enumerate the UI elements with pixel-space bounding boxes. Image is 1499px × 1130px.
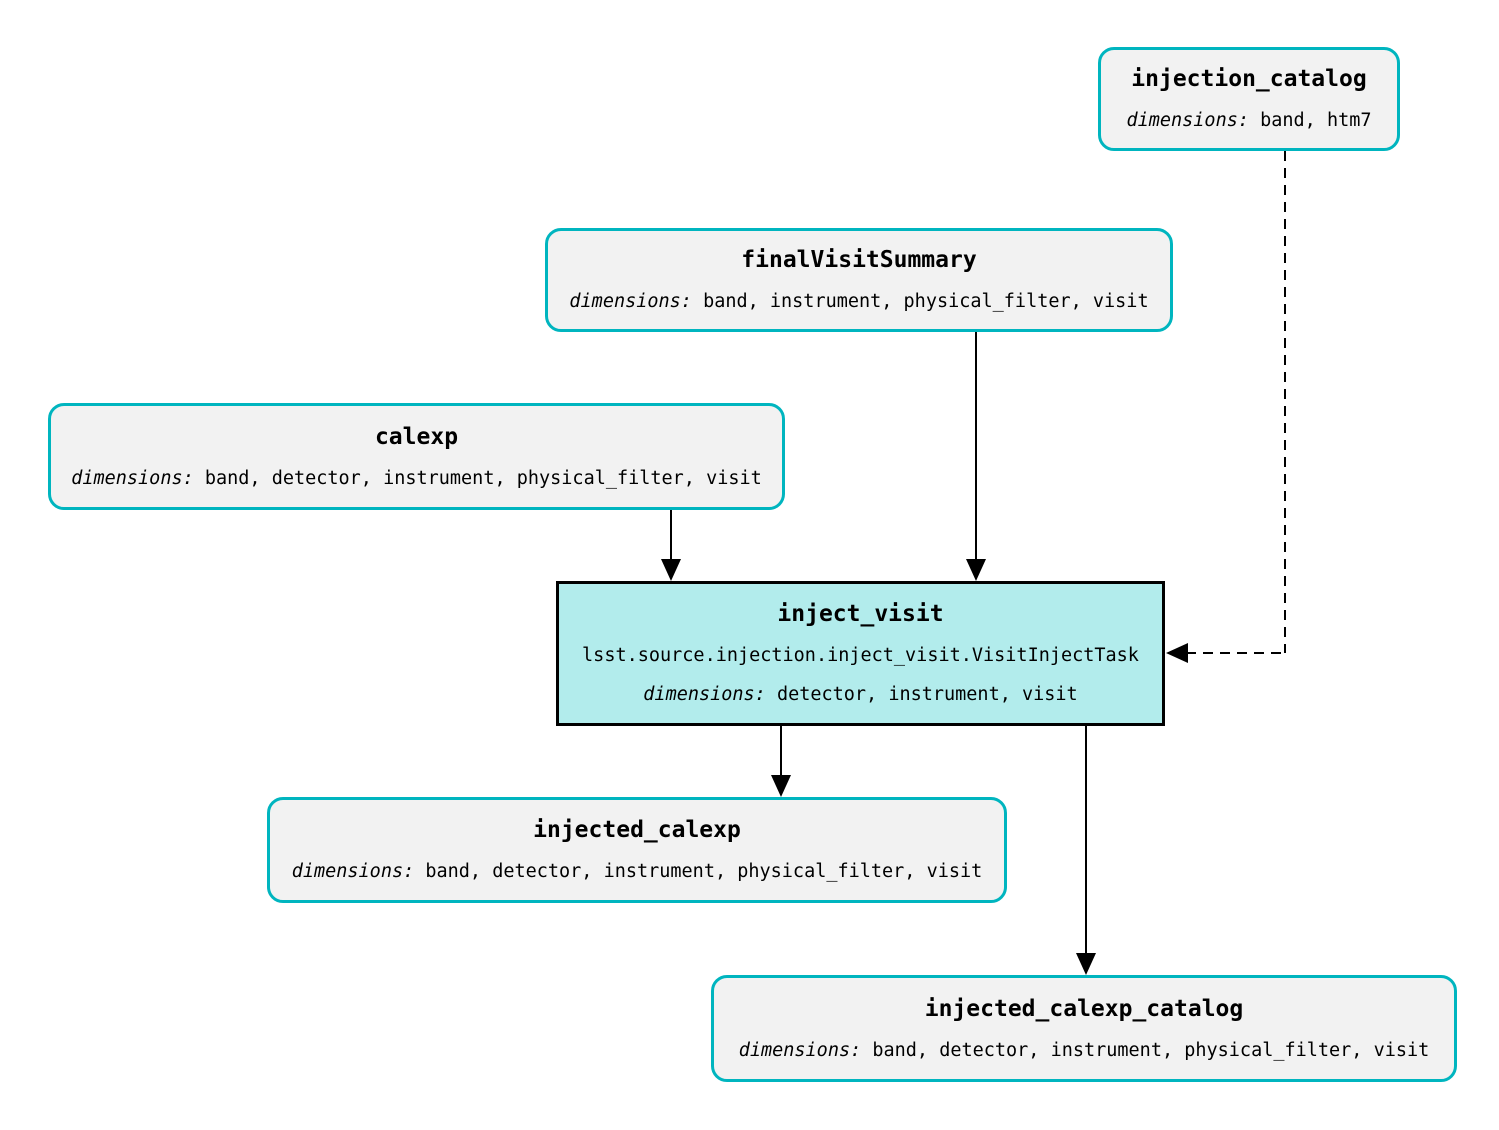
node-injection-catalog-title: injection_catalog: [1131, 66, 1367, 92]
dimensions-label: dimensions:: [1126, 110, 1261, 131]
node-finalvisitsummary: finalVisitSummary dimensions: band, inst…: [545, 228, 1173, 332]
dimensions-label: dimensions:: [569, 291, 704, 312]
node-injected-calexp-dimensions: dimensions: band, detector, instrument, …: [292, 861, 983, 883]
node-finalvisitsummary-title: finalVisitSummary: [741, 247, 977, 273]
dimensions-value: band, detector, instrument, physical_fil…: [204, 467, 762, 489]
node-calexp-dimensions: dimensions: band, detector, instrument, …: [71, 468, 762, 490]
dimensions-value: band, detector, instrument, physical_fil…: [872, 1039, 1430, 1061]
dimensions-label: dimensions:: [71, 467, 205, 489]
node-calexp-title: calexp: [374, 423, 459, 450]
node-injection-catalog-dimensions: dimensions: band, htm7: [1126, 110, 1371, 132]
edge-finalvisitsummary-to-inject-visit-line: [975, 332, 977, 561]
dimensions-value: detector, instrument, visit: [776, 684, 1078, 705]
node-injected-calexp-catalog: injected_calexp_catalog dimensions: band…: [711, 975, 1457, 1082]
edge-inject-visit-to-injected-calexp-catalog-arrowhead: [1076, 953, 1096, 975]
edge-inject-visit-to-injected-calexp-catalog-line: [1085, 726, 1087, 955]
node-calexp: calexp dimensions: band, detector, instr…: [48, 403, 785, 510]
node-injected-calexp-catalog-title: injected_calexp_catalog: [924, 995, 1244, 1022]
edge-inject-visit-to-injected-calexp-arrowhead: [771, 775, 791, 797]
edge-calexp-to-inject-visit-arrowhead: [661, 559, 681, 581]
dimensions-label: dimensions:: [738, 1039, 873, 1061]
edge-finalvisitsummary-to-inject-visit-arrowhead: [966, 559, 986, 581]
dimensions-value: band, instrument, physical_filter, visit: [703, 291, 1149, 312]
edge-calexp-to-inject-visit-line: [670, 510, 672, 561]
edge-injection-catalog-to-inject-visit-arrowhead: [1166, 643, 1188, 663]
node-injected-calexp-catalog-dimensions: dimensions: band, detector, instrument, …: [739, 1040, 1430, 1062]
dimensions-label: dimensions:: [643, 684, 777, 705]
node-injected-calexp: injected_calexp dimensions: band, detect…: [267, 797, 1007, 903]
node-inject-visit: inject_visit lsst.source.injection.injec…: [556, 581, 1165, 726]
node-injected-calexp-title: injected_calexp: [533, 817, 741, 843]
dimensions-label: dimensions:: [291, 861, 426, 882]
node-inject-visit-task-class: lsst.source.injection.inject_visit.Visit…: [582, 645, 1139, 666]
dimensions-value: band, htm7: [1260, 110, 1372, 131]
node-finalvisitsummary-dimensions: dimensions: band, instrument, physical_f…: [569, 291, 1148, 313]
node-inject-visit-title: inject_visit: [777, 601, 944, 627]
dimensions-value: band, detector, instrument, physical_fil…: [425, 861, 983, 882]
node-inject-visit-dimensions: dimensions: detector, instrument, visit: [643, 684, 1077, 706]
edge-inject-visit-to-injected-calexp-line: [780, 726, 782, 777]
node-injection-catalog: injection_catalog dimensions: band, htm7: [1098, 47, 1400, 151]
edge-injection-catalog-to-inject-visit-horizontal-dashed-line: [1186, 652, 1286, 654]
edge-injection-catalog-to-inject-visit-vertical-dashed-line: [1284, 151, 1286, 653]
